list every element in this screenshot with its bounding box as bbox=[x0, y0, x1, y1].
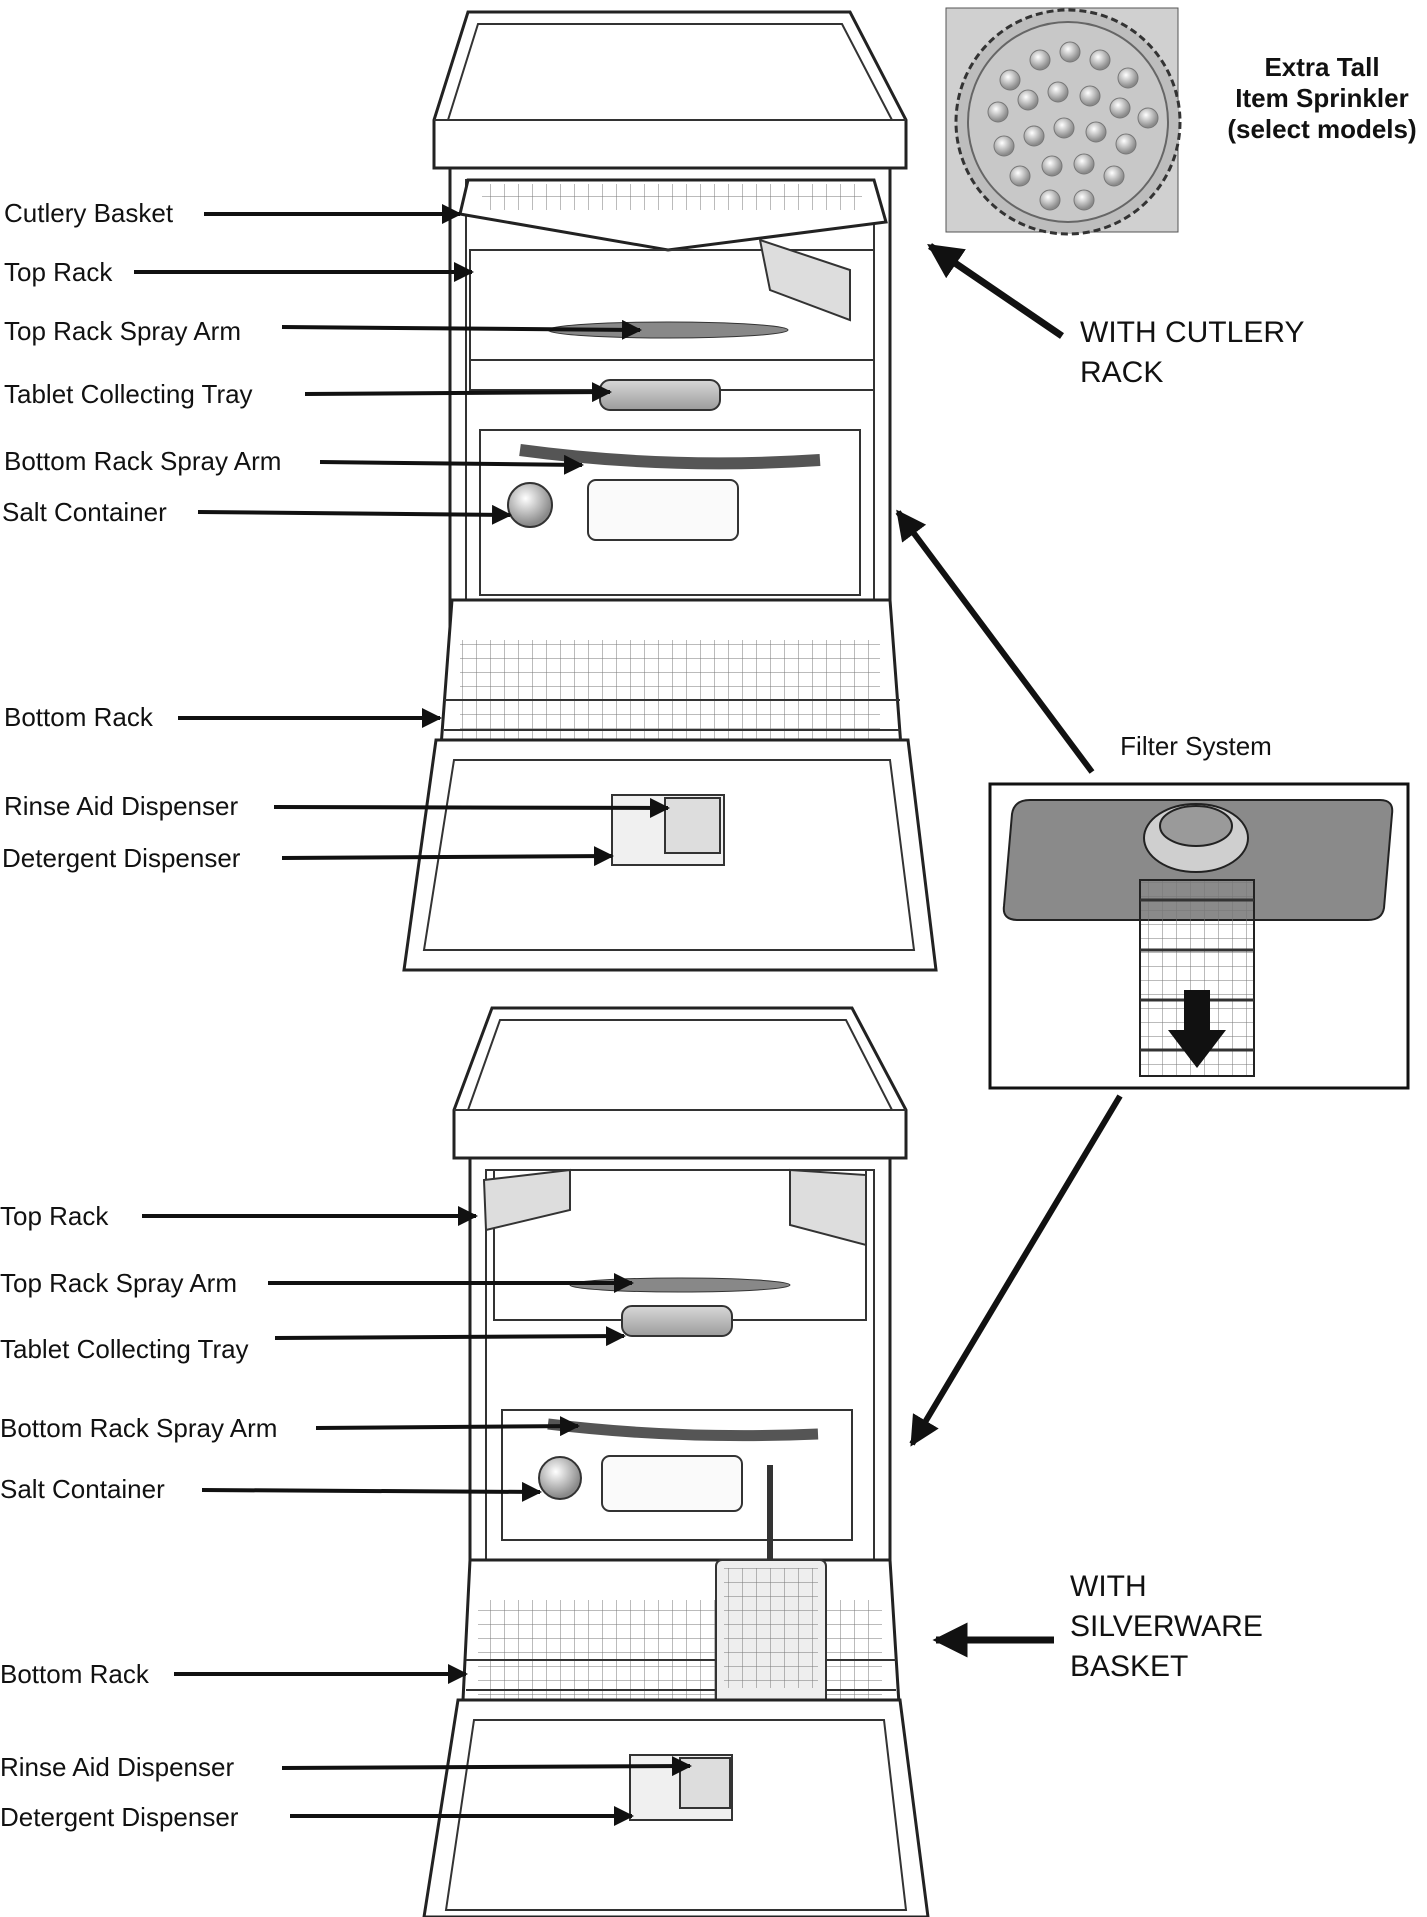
sprinkler-dimples bbox=[987, 41, 1159, 211]
sprinkler-inset bbox=[945, 7, 1182, 236]
label-bottom-rack-2: Bottom Rack bbox=[0, 1659, 150, 1689]
variant-pointer-arrows bbox=[895, 243, 1123, 1658]
sprinkler-label-line3: (select models) bbox=[1227, 114, 1416, 144]
label-salt-container-2: Salt Container bbox=[0, 1474, 165, 1504]
label-top-rack: Top Rack bbox=[4, 257, 113, 287]
dishwasher-bottom-illustration bbox=[422, 1006, 930, 1917]
label-salt-container: Salt Container bbox=[2, 497, 167, 527]
label-top-rack-2: Top Rack bbox=[0, 1201, 109, 1231]
variant-bottom-line2: SILVERWARE bbox=[1070, 1610, 1263, 1643]
label-top-rack-spray-arm-2: Top Rack Spray Arm bbox=[0, 1268, 237, 1298]
label-bottom-rack: Bottom Rack bbox=[4, 702, 154, 732]
label-bottom-rack-spray-arm-2: Bottom Rack Spray Arm bbox=[0, 1413, 277, 1443]
label-top-rack-spray-arm: Top Rack Spray Arm bbox=[4, 316, 241, 346]
label-bottom-rack-spray-arm: Bottom Rack Spray Arm bbox=[4, 446, 281, 476]
label-detergent-dispenser-2: Detergent Dispenser bbox=[0, 1802, 239, 1832]
label-rinse-aid-dispenser-2: Rinse Aid Dispenser bbox=[0, 1752, 234, 1782]
bottom-leader-arrows bbox=[142, 1206, 692, 1826]
label-cutlery-basket: Cutlery Basket bbox=[4, 198, 174, 228]
variant-bottom-line1: WITH bbox=[1070, 1570, 1147, 1603]
label-rinse-aid-dispenser: Rinse Aid Dispenser bbox=[4, 791, 238, 821]
variant-top-line2: RACK bbox=[1080, 356, 1163, 389]
dishwasher-top-illustration bbox=[402, 10, 938, 972]
filter-system-inset bbox=[988, 782, 1410, 1090]
sprinkler-label-line2: Item Sprinkler bbox=[1235, 83, 1408, 113]
variant-top-line1: WITH CUTLERY bbox=[1080, 316, 1304, 349]
label-tablet-collecting-tray: Tablet Collecting Tray bbox=[4, 379, 253, 409]
top-leader-arrows bbox=[134, 204, 670, 867]
label-detergent-dispenser: Detergent Dispenser bbox=[2, 843, 241, 873]
sprinkler-label-line1: Extra Tall bbox=[1264, 52, 1379, 82]
label-tablet-collecting-tray-2: Tablet Collecting Tray bbox=[0, 1334, 249, 1364]
variant-bottom-line3: BASKET bbox=[1070, 1650, 1188, 1683]
filter-system-label: Filter System bbox=[1120, 731, 1272, 761]
